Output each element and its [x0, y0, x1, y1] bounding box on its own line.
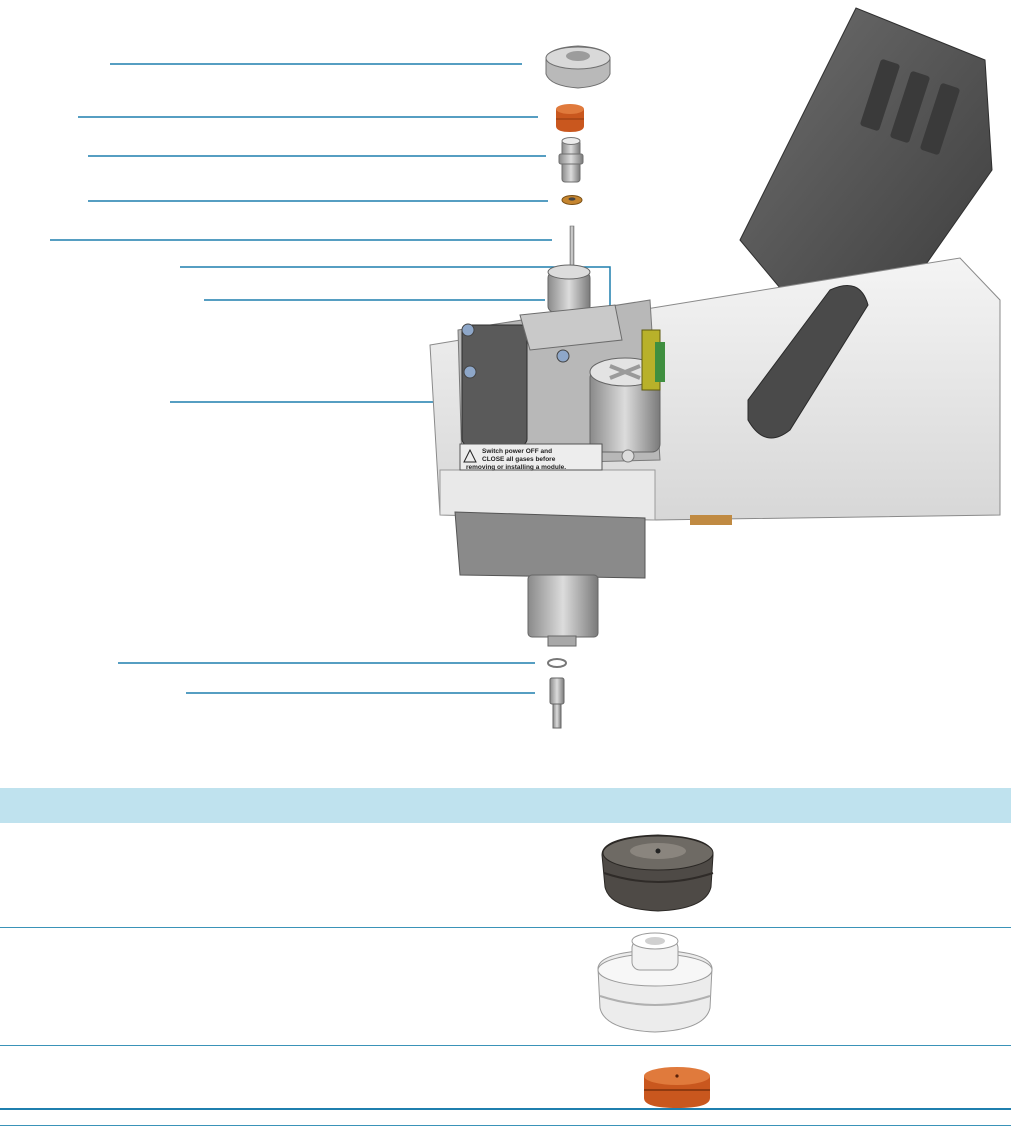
part-description: [0, 823, 560, 928]
table-header-row: [0, 788, 1011, 823]
bottom-fitting: [549, 677, 565, 729]
part-image-cell: [560, 823, 1011, 928]
knurled-cap-nut: [545, 45, 611, 89]
table-header-cell-2: [560, 788, 1011, 823]
table-header-cell-1: [0, 788, 560, 823]
callout-lines: [50, 63, 611, 694]
insert-part: [558, 137, 584, 183]
module-assembly: Switch power OFF and CLOSE all gases bef…: [429, 7, 1001, 647]
ferrule-ring: [547, 658, 567, 668]
warning-label-line-3: removing or installing a module.: [466, 464, 566, 471]
part-image-cell: [560, 1046, 1011, 1126]
table-row: [0, 1046, 1011, 1126]
table-row: [0, 928, 1011, 1046]
part-description: [0, 1046, 560, 1126]
warning-label-line-2: CLOSE all gases before: [482, 456, 556, 463]
washer-part: [561, 195, 583, 205]
needle-part: [569, 225, 575, 267]
warning-label-line-1: Switch power OFF and: [482, 448, 552, 455]
orange-septum-image: [644, 1067, 710, 1108]
table-row: [0, 823, 1011, 928]
table-bottom-rule: [0, 1108, 1011, 1110]
dark-gray-knurled-nut-image: [601, 834, 714, 912]
white-knurled-nut-image: [597, 932, 713, 1033]
part-description: [0, 928, 560, 1046]
orange-septum-part: [556, 104, 584, 132]
parts-table: [0, 788, 1011, 1126]
warning-label: [459, 443, 603, 471]
callout-line-6: [180, 266, 611, 320]
exploded-view-figure: Switch power OFF and CLOSE all gases bef…: [50, 7, 1001, 729]
part-image-cell: [560, 928, 1011, 1046]
